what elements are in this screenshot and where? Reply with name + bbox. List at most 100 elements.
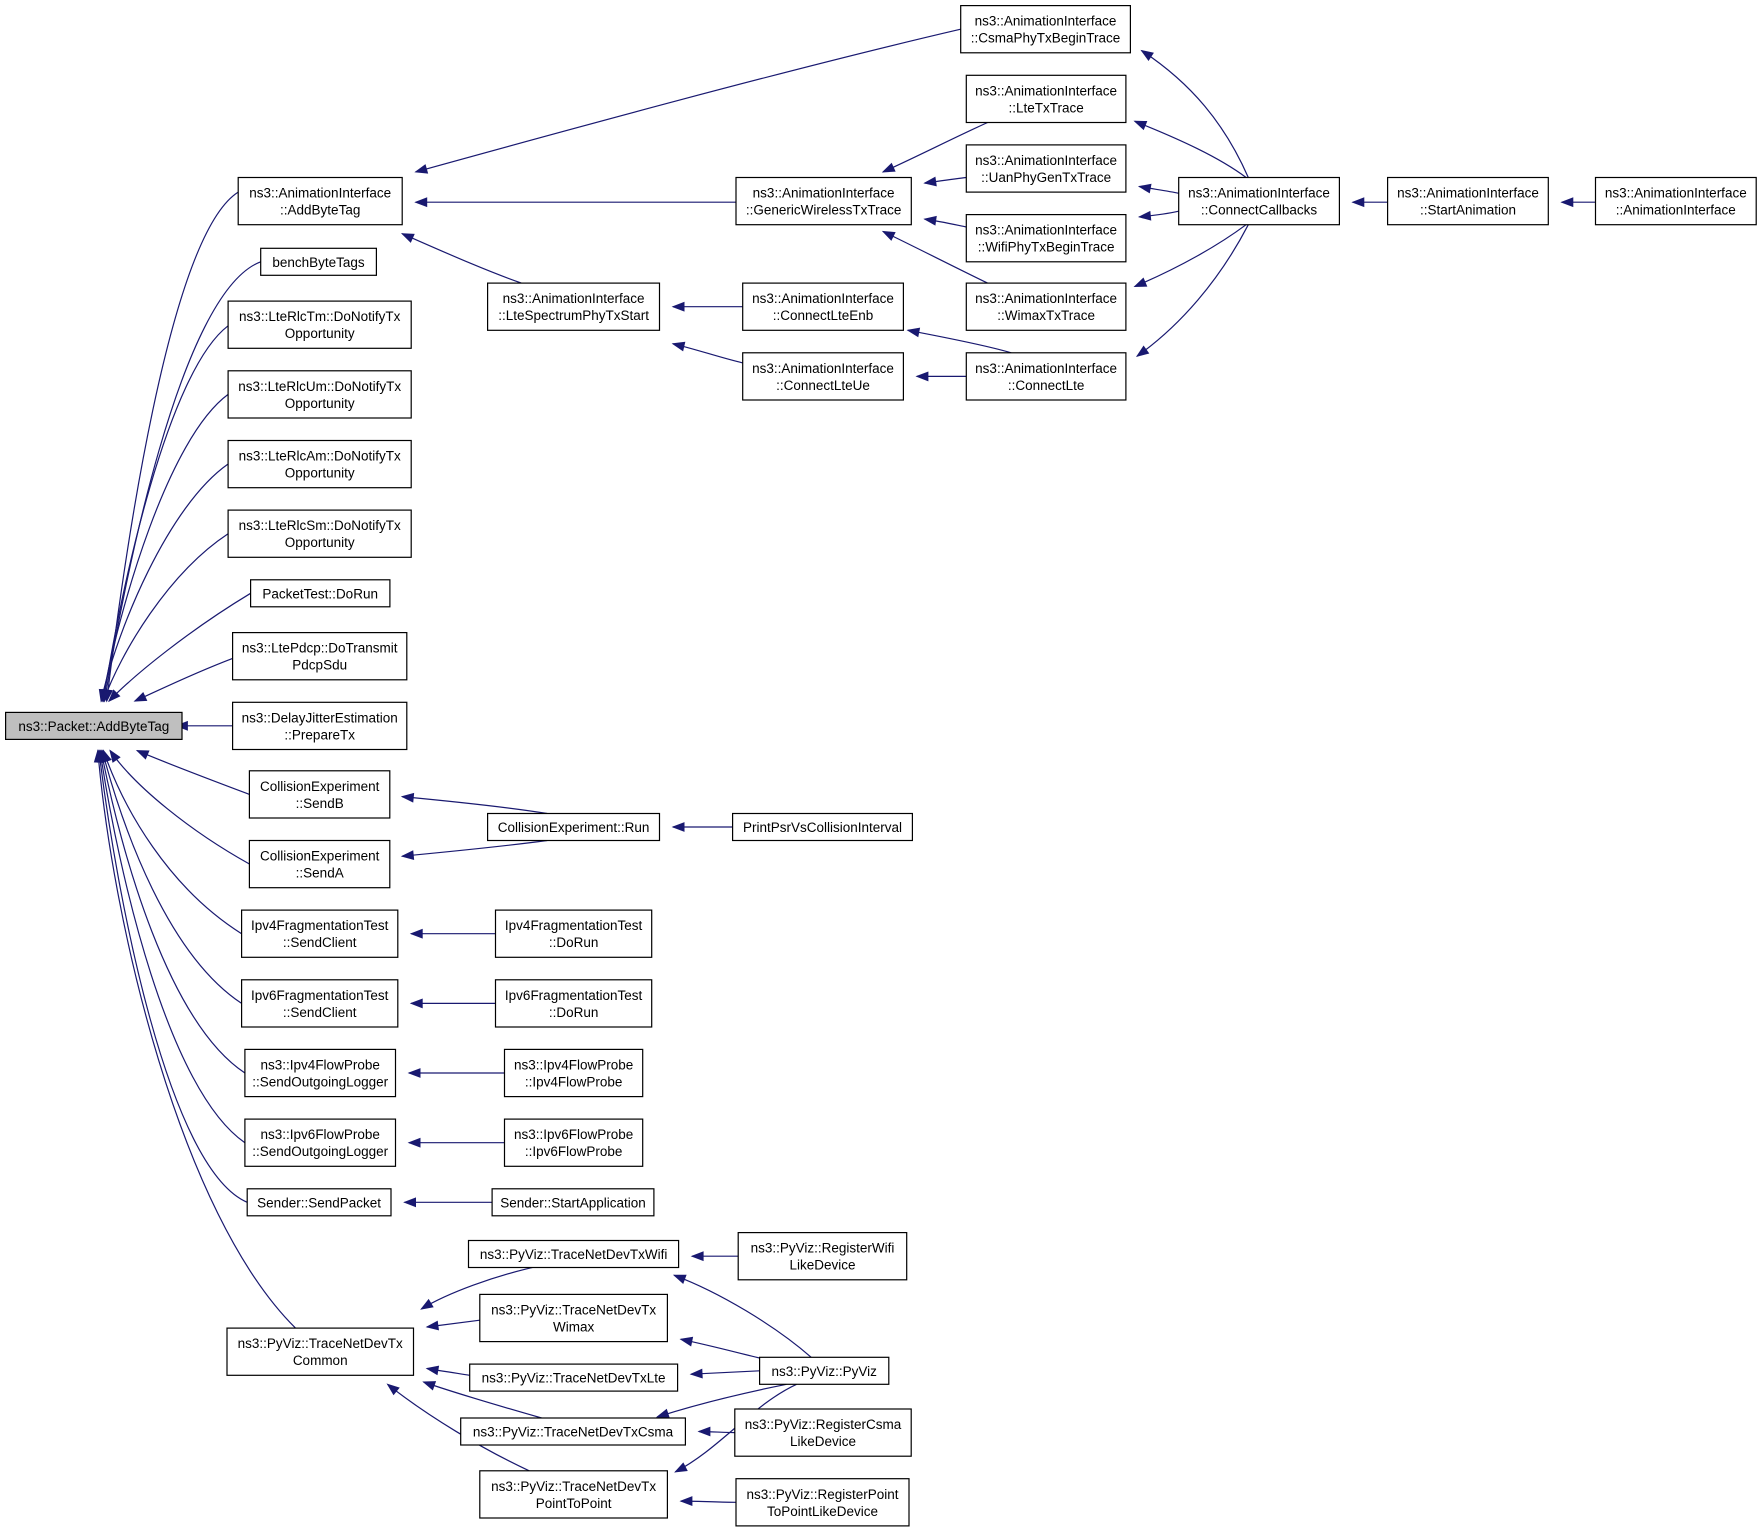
node-label-line: ns3::LteRlcTm::DoNotifyTx [239,309,401,324]
node-box [965,144,1127,193]
graph-node[interactable]: PacketTest::DoRun [250,579,391,608]
graph-node[interactable]: Ipv6FragmentationTest::SendClient [241,979,399,1028]
edge-n41-to-n17 [422,1381,542,1419]
edge-n24-to-n19 [881,230,988,284]
graph-node[interactable]: ns3::PyViz::TraceNetDevTxLte [469,1363,679,1392]
graph-node[interactable]: ns3::AnimationInterface::AnimationInterf… [1594,176,1757,226]
graph-node[interactable]: ns3::AnimationInterface::AddByteTag [237,176,403,226]
graph-node[interactable]: Ipv6FragmentationTest::DoRun [494,979,653,1028]
edge-line [680,1338,767,1361]
node-box [469,1363,679,1392]
graph-node[interactable]: ns3::AnimationInterface::WifiPhyTxBeginT… [965,214,1127,263]
edge-line [1141,50,1249,178]
arrowhead [1135,345,1150,358]
node-box [742,282,905,331]
node-label-line: ToPointLikeDevice [767,1504,878,1519]
node-box [246,1188,392,1217]
node-box [1178,176,1340,226]
edge-n13-to-n0 [100,749,242,1004]
edge-n29-to-n28 [1351,197,1388,208]
node-label-line: ns3::PyViz::PyViz [772,1364,878,1379]
graph-node[interactable]: benchByteTags [260,247,378,276]
node-label-line: ns3::PyViz::RegisterPoint [746,1487,898,1502]
graph-node[interactable]: ns3::AnimationInterface::GenericWireless… [735,176,912,226]
node-box [1594,176,1757,226]
graph-node[interactable]: ns3::AnimationInterface::LteSpectrumPhyT… [487,282,661,331]
node-label-line: ::WimaxTxTrace [997,308,1095,323]
arrowhead [93,749,104,763]
graph-node[interactable]: ns3::Ipv4FlowProbe::SendOutgoingLogger [244,1048,397,1098]
graph-node[interactable]: ns3::AnimationInterface::WimaxTxTrace [965,282,1127,331]
arrowhead [923,215,937,226]
edge-line [102,325,229,702]
graph-node[interactable]: PrintPsrVsCollisionInterval [731,812,913,842]
node-label-line: ::ConnectLte [1008,378,1085,393]
graph-node[interactable]: ns3::PyViz::PyViz [758,1356,890,1385]
graph-node[interactable]: ns3::AnimationInterface::ConnectLteUe [742,352,905,401]
node-label-line: ns3::Ipv4FlowProbe [261,1058,380,1073]
edge-n23-to-n19 [923,215,967,228]
arrowhead [386,1383,400,1396]
graph-node[interactable]: ns3::Ipv4FlowProbe::Ipv4FlowProbe [503,1048,644,1098]
edge-n17-to-n0 [93,749,296,1329]
edge-n21-to-n19 [881,121,988,173]
graph-node[interactable]: ns3::Ipv6FlowProbe::Ipv6FlowProbe [503,1118,644,1167]
graph-node[interactable]: ns3::PyViz::RegisterPointToPointLikeDevi… [735,1478,910,1527]
node-box [494,979,653,1028]
graph-node[interactable]: Ipv4FragmentationTest::SendClient [241,909,399,958]
edge-line [415,28,961,173]
edge-line [657,1383,787,1418]
edge-line [106,191,239,702]
graph-node[interactable]: ns3::AnimationInterface::StartAnimation [1386,176,1549,226]
node-label-line: ns3::LteRlcAm::DoNotifyTx [239,449,401,464]
graph-node[interactable]: ns3::AnimationInterface::LteTxTrace [965,74,1127,124]
node-box [244,1048,397,1098]
arrowhead [679,1336,694,1347]
node-label-line: ns3::PyViz::RegisterCsma [745,1417,902,1432]
graph-node[interactable]: Ipv4FragmentationTest::DoRun [494,909,653,958]
node-box [503,1048,644,1098]
graph-node[interactable]: ns3::AnimationInterface::CsmaPhyTxBeginT… [960,4,1132,54]
node-layer: ns3::Packet::AddByteTag ns3::AnimationInt… [4,4,1757,1527]
graph-node[interactable]: CollisionExperiment::SendA [248,839,391,889]
node-label-line: ::AnimationInterface [1616,203,1736,218]
root-node[interactable]: ns3::Packet::AddByteTag [4,711,183,741]
node-label-line: ns3::AnimationInterface [1397,186,1539,201]
graph-node[interactable]: Sender::SendPacket [246,1188,392,1217]
arrowhead [109,749,121,763]
edge-n32-to-n31 [671,822,733,832]
graph-node[interactable]: ns3::AnimationInterface::ConnectLte [965,352,1127,401]
graph-node[interactable]: CollisionExperiment::SendB [248,770,391,819]
graph-node[interactable]: CollisionExperiment::Run [487,812,661,842]
graph-node[interactable]: Sender::StartApplication [491,1188,655,1217]
graph-node[interactable]: ns3::AnimationInterface::UanPhyGenTxTrac… [965,144,1127,193]
node-label-line: ns3::DelayJitterEstimation [242,710,398,725]
graph-node[interactable]: ns3::PyViz::TraceNetDevTxWifi [467,1239,680,1269]
edge-n25-to-n20 [671,301,743,312]
arrowhead [414,197,428,208]
node-label-line: ::SendClient [283,1005,357,1020]
node-label-line: Common [293,1353,348,1368]
arrowhead [906,327,921,338]
arrowhead [108,689,121,703]
graph-node[interactable]: ns3::AnimationInterface::ConnectCallback… [1178,176,1340,226]
graph-node[interactable]: ns3::Ipv6FlowProbe::SendOutgoingLogger [244,1118,397,1167]
node-label-line: benchByteTags [272,255,365,270]
graph-node[interactable]: ns3::DelayJitterEstimation::PrepareTx [232,701,408,751]
graph-node[interactable]: ns3::PyViz::TraceNetDevTxCsma [460,1417,687,1446]
node-label-line: Opportunity [285,396,355,411]
node-label-line: ::ConnectLteEnb [773,308,874,323]
graph-node[interactable]: ns3::AnimationInterface::ConnectLteEnb [742,282,905,331]
edge-line [882,230,988,284]
